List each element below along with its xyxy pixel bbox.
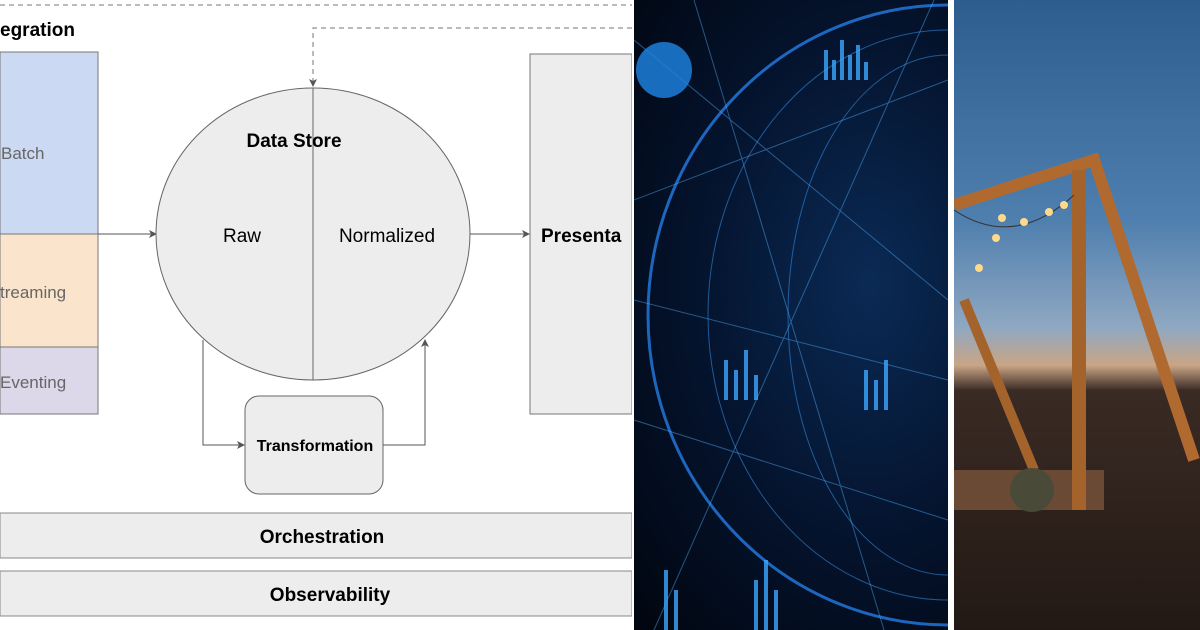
- streaming-label: treaming: [0, 283, 66, 302]
- digital-globe-photo: [634, 0, 948, 630]
- transformation-label: Transformation: [257, 438, 373, 455]
- data-store-title: Data Store: [246, 131, 341, 152]
- arrow-transformation-to-store: [383, 339, 429, 446]
- architecture-diagram: egration Batch treaming Eventing Data St…: [0, 4, 632, 617]
- observability-label: Observability: [270, 585, 391, 606]
- eventing-box: [0, 346, 99, 415]
- streaming-box: [0, 233, 99, 348]
- swing-frame-illustration: [954, 152, 1200, 512]
- orchestration-bar: [0, 512, 632, 559]
- eventing-label: Eventing: [0, 373, 66, 392]
- dashed-feedback-arrow: [309, 27, 632, 87]
- raw-label: Raw: [223, 226, 261, 247]
- presentation-label: Presenta: [541, 226, 622, 247]
- arrow-store-to-transformation: [202, 340, 245, 449]
- batch-label: Batch: [1, 144, 44, 163]
- observability-bar: [0, 570, 632, 617]
- desert-swing-photo: [954, 0, 1200, 630]
- globe-illustration: [634, 0, 948, 630]
- normalized-label: Normalized: [339, 226, 435, 247]
- orchestration-label: Orchestration: [260, 527, 385, 548]
- presentation-box: [529, 53, 632, 415]
- batch-box: [0, 51, 99, 235]
- transformation-box: [244, 395, 384, 495]
- integration-title: egration: [0, 20, 75, 41]
